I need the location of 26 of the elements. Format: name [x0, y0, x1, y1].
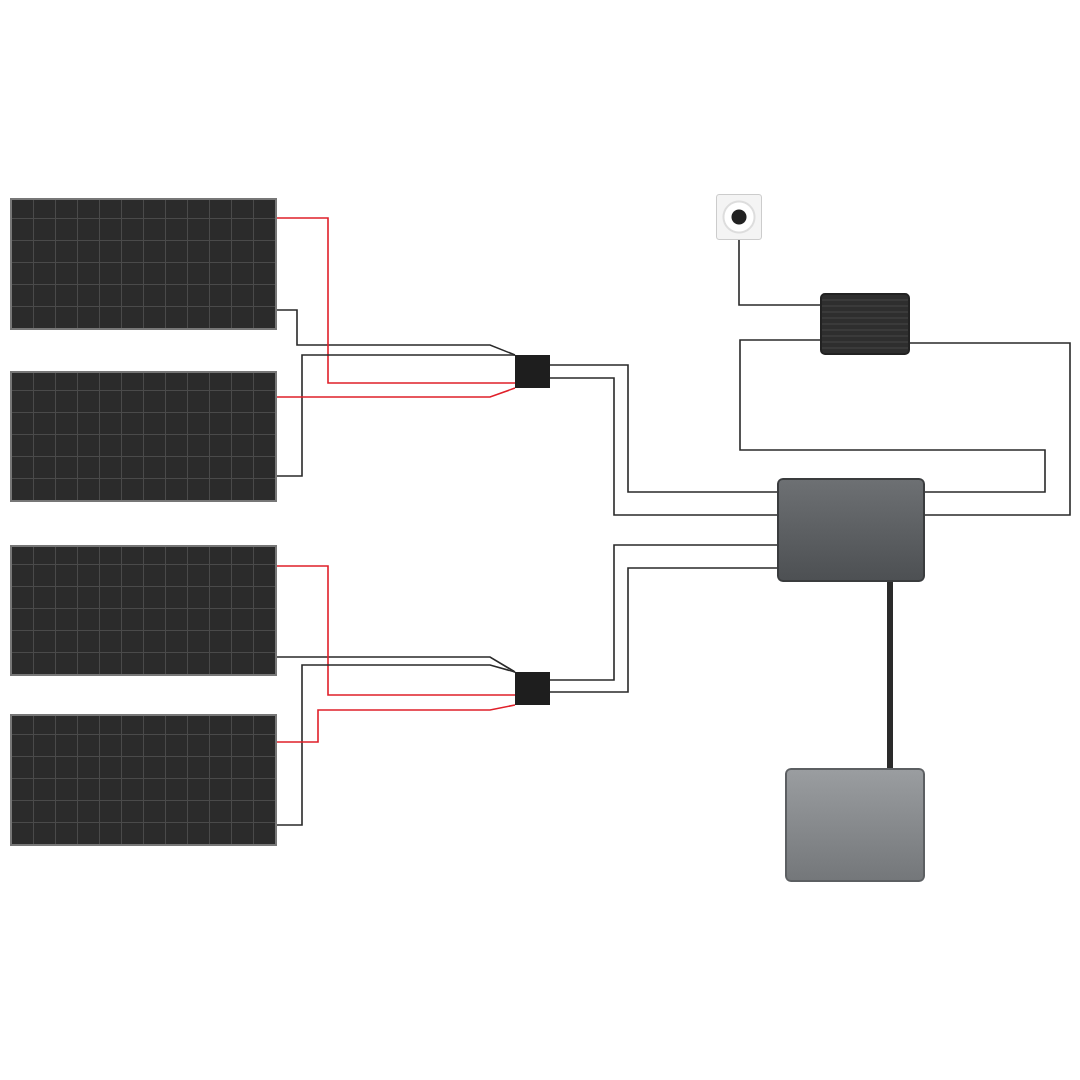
wall-socket [716, 194, 762, 240]
cable [887, 582, 893, 768]
cable [276, 387, 516, 398]
y-branch-connector [515, 672, 550, 705]
cable [276, 354, 516, 477]
cable [909, 342, 1071, 516]
cable [276, 309, 516, 356]
microinverter [820, 293, 910, 355]
cable [276, 656, 516, 673]
cable [276, 565, 516, 696]
cable [276, 664, 516, 826]
cable [549, 377, 778, 516]
cable [549, 364, 778, 493]
hub-device [777, 478, 925, 582]
cable [739, 339, 1046, 493]
cable [276, 217, 516, 384]
solar-panel [10, 545, 277, 676]
solar-panel [10, 198, 277, 330]
solar-panel [10, 371, 277, 502]
cable [276, 704, 516, 743]
cable [738, 239, 821, 306]
battery-pack [785, 768, 925, 882]
cable [549, 567, 778, 693]
cable [549, 544, 778, 681]
y-branch-connector [515, 355, 550, 388]
solar-panel [10, 714, 277, 846]
